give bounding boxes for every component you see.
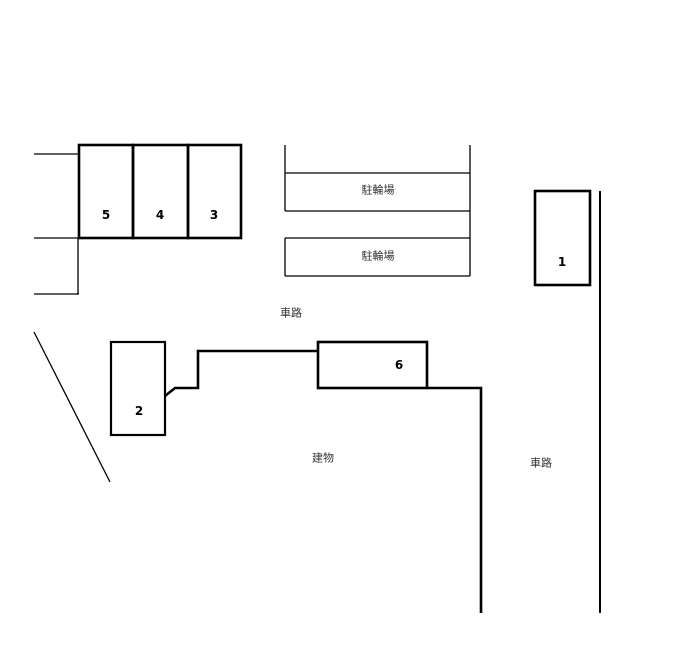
- space-5-box: [77, 143, 135, 240]
- space-1-label: 1: [557, 255, 567, 269]
- space-4-label: 4: [155, 208, 165, 222]
- building-outline-right: [427, 386, 483, 613]
- space-2-label: 2: [134, 404, 144, 418]
- spaces-row-top: [77, 143, 243, 240]
- diagonal-line: [33, 331, 111, 483]
- space-1-box: [533, 189, 592, 287]
- space-6-label: 6: [394, 358, 404, 372]
- bicycle-parking-lower-label: 駐輪場: [361, 249, 395, 263]
- space-6-box: [316, 340, 429, 390]
- building-outline: [164, 349, 318, 398]
- space-4-box: [131, 143, 190, 240]
- bicycle-parking-lines: [284, 145, 471, 277]
- bicycle-parking-upper-label: 駐輪場: [361, 183, 395, 197]
- road-center-label: 車路: [280, 306, 302, 320]
- space-3-box: [186, 143, 243, 240]
- space-5-label: 5: [101, 208, 111, 222]
- left-boundary-lines: [33, 153, 111, 483]
- space-2-box: [109, 340, 167, 437]
- building-label: 建物: [312, 451, 334, 465]
- space-3-label: 3: [209, 208, 219, 222]
- road-right-label: 車路: [530, 456, 552, 470]
